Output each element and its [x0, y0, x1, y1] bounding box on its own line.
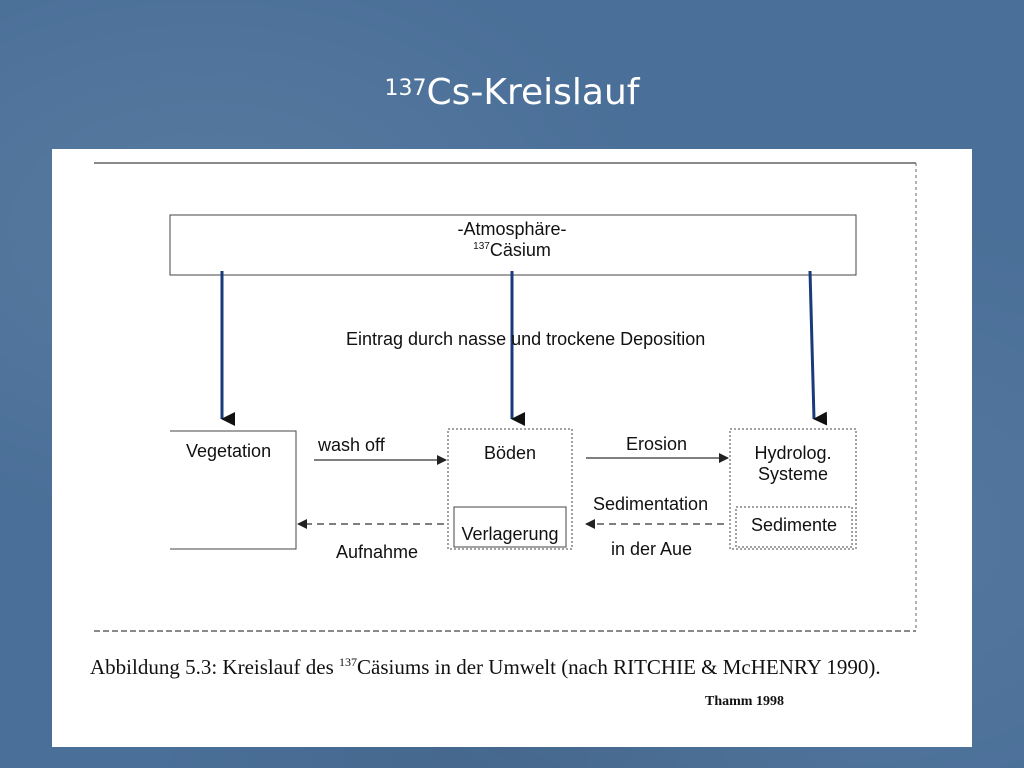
figure-caption: Abbildung 5.3: Kreislauf des 137Cäsiums … [90, 655, 881, 680]
verlagerung-label: Verlagerung [461, 524, 559, 544]
deposition-arrow-hydrolog [808, 270, 828, 426]
atmosphere-line2: 137Cäsium [412, 240, 612, 261]
wash-off-label: wash off [318, 435, 385, 455]
in-der-aue-label: in der Aue [611, 539, 693, 559]
hydrolog-line1: Hydrolog. [754, 443, 832, 463]
erosion-label: Erosion [626, 434, 688, 454]
aufnahme-label: Aufnahme [336, 542, 419, 562]
title-text: Cs-Kreislauf [426, 72, 640, 113]
diagram-lines [94, 162, 917, 632]
atmosphere-line1: -Atmosphäre- [457, 219, 567, 239]
vegetation-box [170, 430, 297, 550]
title-superscript: 137 [384, 76, 427, 101]
caption-prefix: Abbildung 5.3: Kreislauf des [90, 655, 340, 679]
atmosphere-caesium: Cäsium [489, 240, 551, 260]
credit-label: Thamm 1998 [705, 694, 784, 709]
verlagerung-box [453, 506, 567, 548]
caption-suffix: Cäsiums in der Umwelt (nach RITCHIE & Mc… [357, 655, 881, 679]
caption-superscript: 137 [339, 655, 358, 669]
sedimente-box [735, 506, 853, 548]
hydrolog-line2: Systeme [757, 464, 829, 484]
boeden-box [447, 428, 573, 550]
slide-title: 137Cs-Kreislauf [0, 72, 1024, 113]
vegetation-label: Vegetation [186, 441, 272, 461]
atmosphere-label: -Atmosphäre- 137Cäsium [412, 219, 612, 261]
deposition-label: Eintrag durch nasse und trockene Deposit… [346, 329, 706, 349]
sedimentation-label: Sedimentation [593, 494, 709, 514]
figure-image: -Atmosphäre- 137Cäsium Eintrag durch nas… [52, 149, 972, 747]
sedimente-label: Sedimente [750, 515, 838, 535]
hydrolog-box [729, 428, 857, 550]
atmosphere-superscript: 137 [473, 241, 490, 252]
hydrolog-label: Hydrolog. Systeme [730, 443, 856, 485]
boeden-label: Böden [483, 443, 537, 463]
